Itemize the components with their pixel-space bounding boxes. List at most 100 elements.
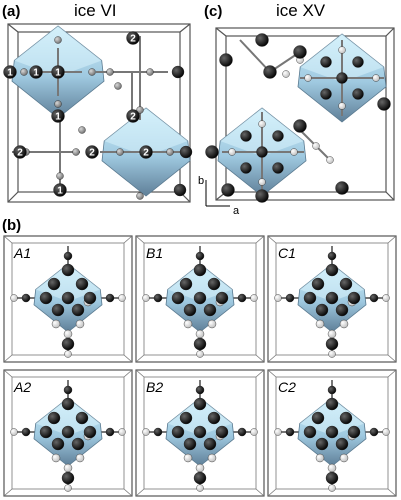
oxygen-site-a-4-label: 2 [130,34,136,45]
cell-oxygen-0-10 [71,303,85,317]
hydrogen-a-6 [116,148,124,156]
cell-hydrogen-end-4-2 [196,484,204,492]
oxygen-site-a-7-atom [139,145,153,159]
cell-oxygen-2-4 [303,291,317,305]
cell-corner-3-0 [3,369,13,378]
cell-oxygen-4-1 [237,427,247,437]
cell-hydrogen-2-1 [339,319,349,329]
oxygen-site-a-8-atom [13,145,27,159]
hydrogen-a-5 [146,68,154,76]
panel-c-frame [215,27,395,201]
cell-hydrogen-5-2 [327,463,337,473]
oxygen-c-7 [272,130,284,142]
cell-octahedron-0-face [35,264,101,302]
cell-oxygen-5-1 [369,427,379,437]
oxygen-site-a-7-label: 2 [143,148,149,159]
cell-hydrogen-4-1 [207,453,217,463]
cell-hydrogen-3-2 [63,463,73,473]
cell-hydrogen-end-0-1 [118,294,126,302]
oxygen-c-2 [352,56,364,68]
cell-corner-1-2 [135,354,145,363]
cell-oxygen-4-2 [195,385,205,395]
cell-oxygen-5-6 [325,425,339,439]
cell-oxygen-1-8 [207,277,221,291]
panel-a-title: ice VI [74,1,117,20]
cell-octahedron-4-face [167,398,233,436]
cell-oxygen-4-10 [203,437,217,451]
cell-oxygen-4-5 [215,425,229,439]
oxygen-site-a-2-label: 1 [7,68,13,79]
cell-oxygen-3-6 [61,425,75,439]
cell-hydrogen-end-0-0 [10,294,18,302]
cell-oxygen-0-5 [83,291,97,305]
cell-C1: C1 [267,235,397,363]
cell-hydrogen-5-1 [339,453,349,463]
cell-hydrogen-end-1-1 [250,294,258,302]
hydrogen-a-13 [136,192,144,200]
cell-oxygen-2-8 [339,277,353,291]
oxygen-c-6 [240,130,252,142]
cell-hydrogen-end-2-2 [328,350,336,358]
cell-oxygen-1-10 [203,303,217,317]
cell-oxygen-3-3 [61,397,75,411]
cell-hydrogen-end-2-1 [382,294,390,302]
panel-b-label: (b) [2,217,21,234]
cell-hydrogen-0-1 [75,319,85,329]
cell-hydrogen-end-1-2 [196,350,204,358]
cell-hydrogen-1-0 [183,319,193,329]
hydrogen-a-0 [20,68,28,76]
oxygen-c-4 [352,88,364,100]
cell-hydrogen-end-4-0 [142,428,150,436]
hydrogen-c-11 [312,142,320,150]
cell-oxygen-3-7 [47,411,61,425]
cell-corner-4-1 [255,369,265,378]
cell-label-A2: A2 [13,379,31,395]
hydrogen-c-10 [326,156,334,164]
cell-oxygen-3-4 [39,425,53,439]
cell-hydrogen-4-0 [183,453,193,463]
cell-oxygen-0-2 [63,251,73,261]
cell-corner-5-1 [387,369,397,378]
hydrogen-a-12 [136,106,144,114]
cell-oxygen-1-0 [153,293,163,303]
hydrogen-c-3 [338,102,346,110]
cell-corner-0-1 [123,235,133,244]
cell-corner-5-2 [267,488,277,497]
oxygen-site-a-5-label: 2 [130,112,136,123]
cell-oxygen-4-8 [207,411,221,425]
cell-oxygen-2-9 [315,303,329,317]
hydrogen-a-11 [56,172,64,180]
cell-hydrogen-3-0 [51,453,61,463]
cell-oxygen-0-3 [61,263,75,277]
oxygen-site-a-9-label: 1 [57,186,63,197]
cell-corner-5-3 [387,488,397,497]
hydrogen-a-2 [54,36,62,44]
cell-frame-outer-0 [3,235,133,363]
cell-hydrogen-end-1-0 [142,294,150,302]
cell-corner-2-2 [267,354,277,363]
cell-oxygen-0-0 [21,293,31,303]
cell-oxygen-4-6 [193,425,207,439]
cell-oxygen-3-10 [71,437,85,451]
cell-label-B1: B1 [146,245,163,261]
cell-oxygen-2-10 [335,303,349,317]
cell-A2: A2 [3,369,133,497]
cell-corner-0-3 [123,354,133,363]
cell-corner-1-3 [255,354,265,363]
cell-oxygen-4-7 [179,411,193,425]
cell-hydrogen-2-2 [327,329,337,339]
oxygen-site-a-3-atom [51,109,65,123]
oxygen-c-16 [221,183,235,197]
cell-B2: B2 [135,369,265,497]
oxygen-site-a-1-atom [29,65,43,79]
cell-frame-outer-2 [267,235,397,363]
cell-frame-outer-5 [267,369,397,497]
cell-corner-0-0 [3,235,13,244]
cell-oxygen-0-1 [105,293,115,303]
cell-oxygen-5-11 [325,471,339,485]
cell-oxygen-1-1 [237,293,247,303]
axis-label-a: a [233,205,240,217]
